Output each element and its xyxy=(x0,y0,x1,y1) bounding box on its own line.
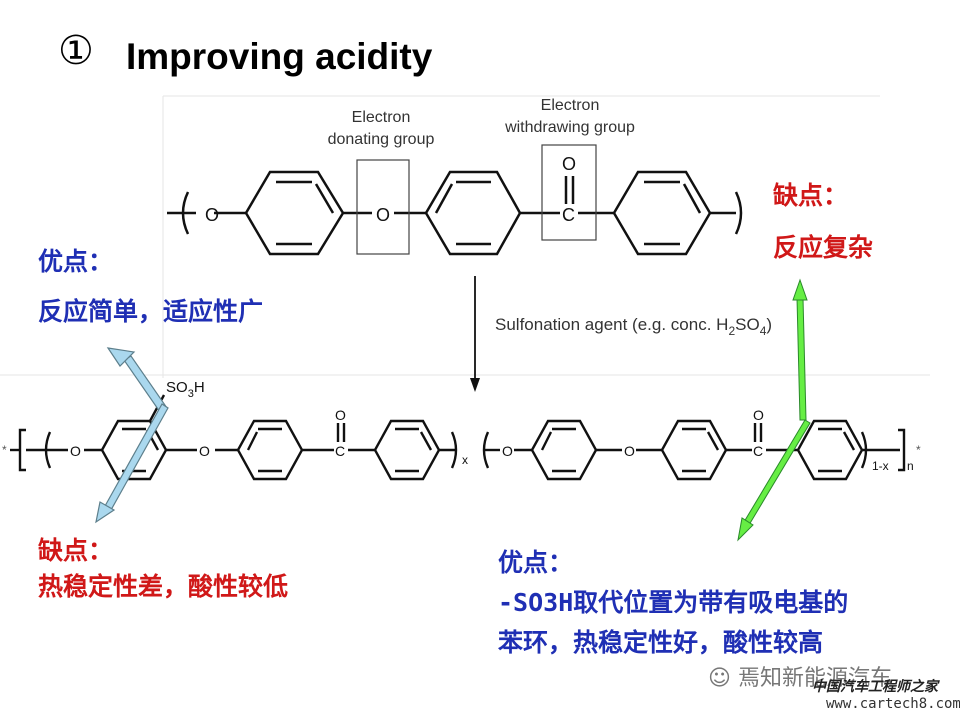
label-electron-donating: donating group xyxy=(328,131,435,148)
atom-o: O xyxy=(70,443,81,459)
end-star: * xyxy=(2,443,7,457)
blue-arrow-up xyxy=(106,347,168,413)
advantage-left-title: 优点： xyxy=(38,247,114,276)
subscript-n: n xyxy=(907,459,914,473)
green-arrow-down xyxy=(737,419,811,542)
label-electron-donating: Electron xyxy=(352,109,411,126)
atom-o: O xyxy=(205,205,219,225)
atom-c: C xyxy=(335,443,345,459)
atom-o: O xyxy=(753,407,764,423)
sulfonation-label: Sulfonation agent (e.g. conc. H2SO4) xyxy=(495,315,772,338)
title-number: ① xyxy=(58,28,94,74)
atom-c: C xyxy=(753,443,763,459)
advantage-right-line1: -SO3H取代位置为带有吸电基的 xyxy=(498,588,849,617)
atom-o: O xyxy=(376,205,390,225)
subscript-1-x: 1-x xyxy=(872,459,889,473)
label-electron-withdrawing: withdrawing group xyxy=(504,119,635,136)
atom-o: O xyxy=(502,443,513,459)
so3h-group: SO3H xyxy=(166,379,205,400)
atom-c: C xyxy=(562,205,575,225)
disadvantage-right-title: 缺点： xyxy=(773,181,849,210)
advantage-right-line2: 苯环，热稳定性好，酸性较高 xyxy=(498,628,824,657)
page-title: Improving acidity xyxy=(126,36,433,77)
green-arrow-up xyxy=(792,278,808,421)
peek-structure xyxy=(167,144,743,256)
disadvantage-right-text: 反应复杂 xyxy=(773,233,874,262)
atom-o: O xyxy=(335,407,346,423)
watermark-brand: ☺ 焉知新能源汽车 xyxy=(708,666,892,691)
speek-structure xyxy=(10,394,906,481)
blue-arrow-down xyxy=(95,403,169,524)
watermark-org: 中国汽车工程师之家 xyxy=(812,679,938,695)
atom-o: O xyxy=(199,443,210,459)
atom-o: O xyxy=(562,154,576,174)
disadvantage-left-title: 缺点： xyxy=(38,536,114,565)
advantage-left-text: 反应简单，适应性广 xyxy=(38,297,264,326)
advantage-right-title: 优点： xyxy=(498,548,574,577)
subscript-x: x xyxy=(462,453,468,467)
label-electron-withdrawing: Electron xyxy=(541,97,600,114)
atom-o: O xyxy=(624,443,635,459)
wechat-icon: ☺ xyxy=(708,666,738,691)
end-star: * xyxy=(916,443,921,457)
disadvantage-left-text: 热稳定性差，酸性较低 xyxy=(38,572,289,601)
watermark-site: www.cartech8.com xyxy=(826,696,960,712)
